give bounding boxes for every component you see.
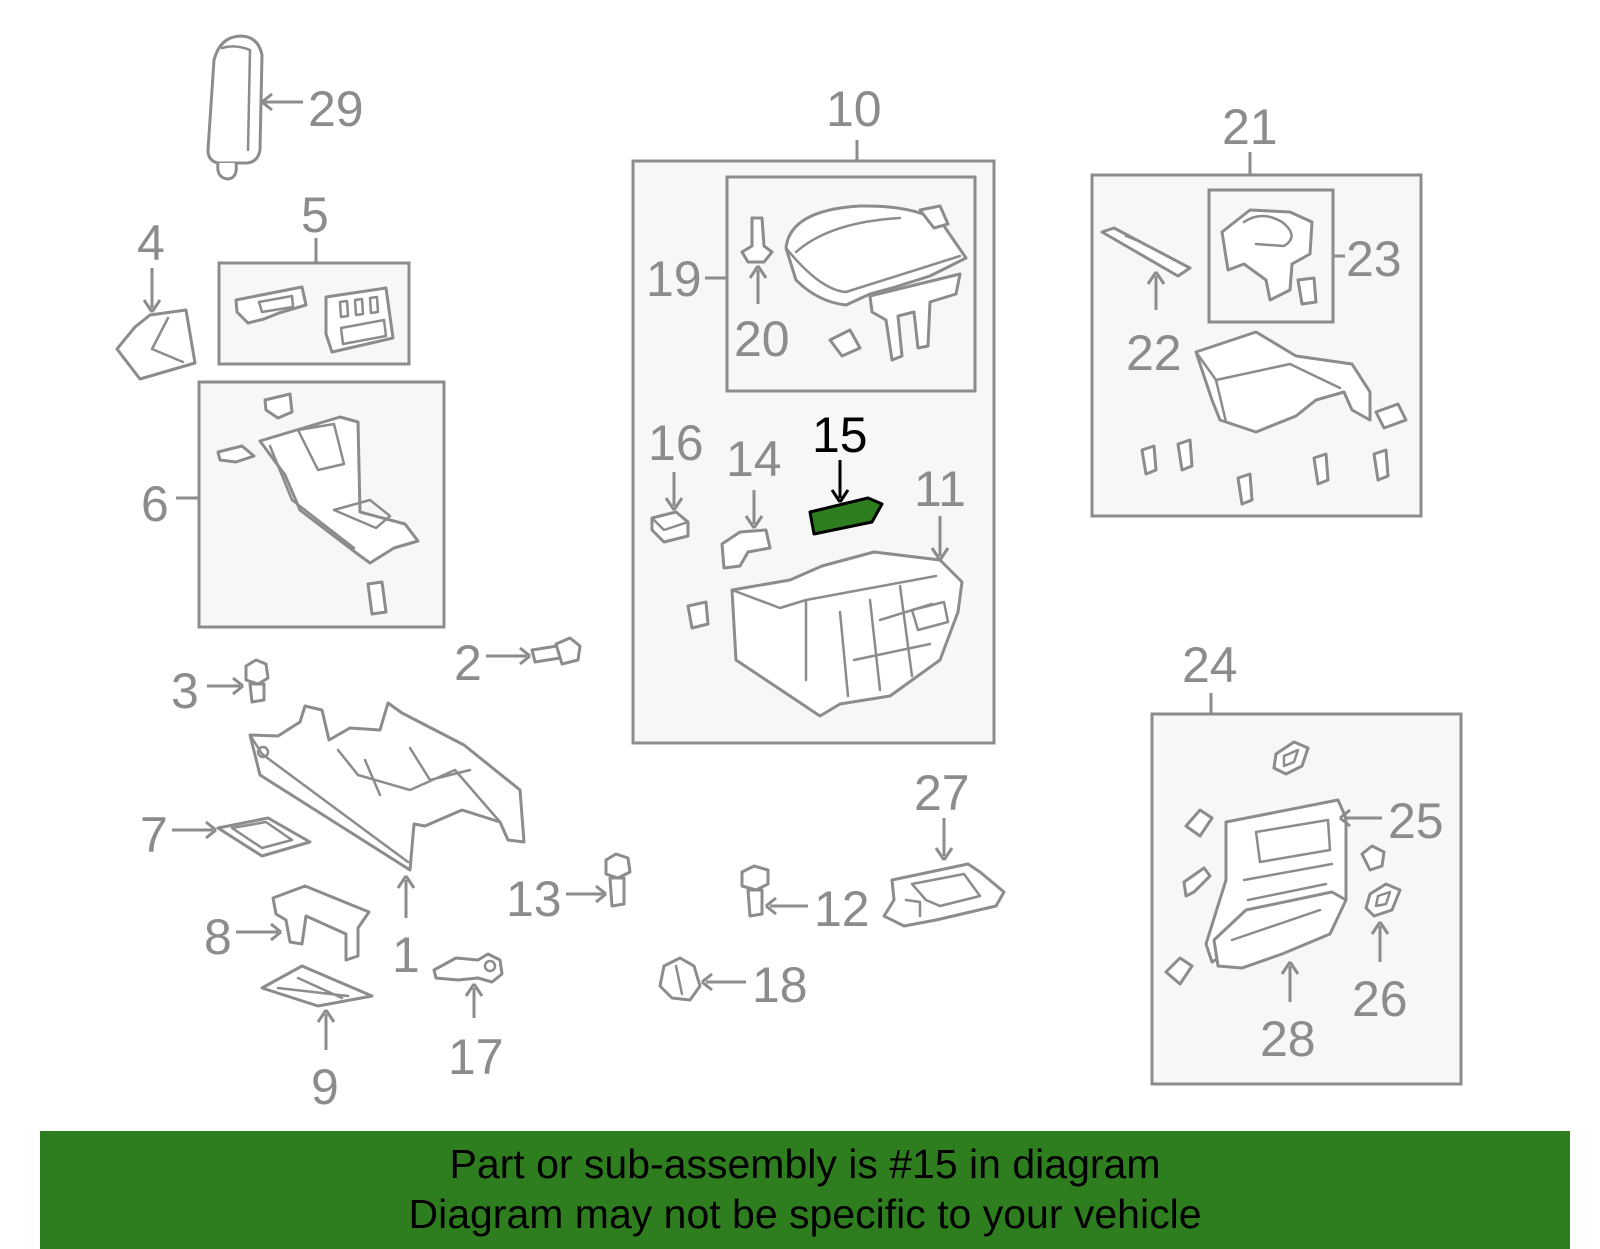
part-13-bolt[interactable] <box>604 852 632 908</box>
part-27-panel-bracket[interactable] <box>882 862 1006 928</box>
banner-line-1: Part or sub-assembly is #15 in diagram <box>449 1141 1161 1187</box>
callout-28[interactable]: 28 <box>1260 1011 1316 1067</box>
callout-14[interactable]: 14 <box>726 431 782 487</box>
banner-line-2: Diagram may not be specific to your vehi… <box>408 1191 1202 1237</box>
callout-19[interactable]: 19 <box>646 251 702 307</box>
part-18-clip[interactable] <box>658 956 702 1002</box>
part-7-mat[interactable] <box>216 816 312 858</box>
callout-7[interactable]: 7 <box>140 807 168 863</box>
callout-23[interactable]: 23 <box>1346 231 1402 287</box>
part-6-console-upper-panel[interactable] <box>216 392 420 616</box>
callout-3[interactable]: 3 <box>171 663 199 719</box>
part-23-cup-holder[interactable] <box>1220 208 1318 306</box>
part-5-switch-panel[interactable] <box>234 285 395 354</box>
part-15-highlighted[interactable] <box>808 496 884 536</box>
part-24-clips[interactable] <box>1164 740 1386 986</box>
callout-13[interactable]: 13 <box>506 871 562 927</box>
part-19-armrest-lid[interactable] <box>784 204 968 362</box>
part-4-trim-piece[interactable] <box>115 308 197 381</box>
callout-16[interactable]: 16 <box>648 415 704 471</box>
part-17-clip[interactable] <box>432 952 504 984</box>
part-29-shift-knob[interactable] <box>206 34 264 181</box>
callout-25[interactable]: 25 <box>1388 793 1444 849</box>
callout-29[interactable]: 29 <box>308 81 364 137</box>
callout-18[interactable]: 18 <box>752 957 808 1013</box>
part-8-bracket[interactable] <box>271 884 371 962</box>
callout-6[interactable]: 6 <box>141 476 169 532</box>
callout-15-highlighted[interactable]: 15 <box>812 407 868 463</box>
callout-17[interactable]: 17 <box>448 1029 504 1085</box>
callout-4[interactable]: 4 <box>137 215 165 271</box>
callout-10[interactable]: 10 <box>826 81 882 137</box>
callout-1[interactable]: 1 <box>392 927 420 983</box>
callout-20[interactable]: 20 <box>734 311 790 367</box>
part-20-pin[interactable] <box>740 216 774 264</box>
callout-27[interactable]: 27 <box>914 765 970 821</box>
info-banner: Part or sub-assembly is #15 in diagram D… <box>40 1131 1570 1249</box>
part-16-clip[interactable] <box>650 510 690 544</box>
part-3-bolt[interactable] <box>244 658 270 704</box>
part-28-panel[interactable] <box>1212 890 1348 970</box>
part-11-console-box[interactable] <box>686 550 964 718</box>
part-14-bracket[interactable] <box>720 528 772 570</box>
callout-5[interactable]: 5 <box>301 187 329 243</box>
callout-21[interactable]: 21 <box>1222 99 1278 155</box>
part-9-insulator[interactable] <box>260 964 374 1008</box>
part-1-console-body[interactable] <box>248 701 526 872</box>
part-22-bracket[interactable] <box>1100 226 1192 278</box>
callout-9[interactable]: 9 <box>311 1059 339 1115</box>
callout-24[interactable]: 24 <box>1182 637 1238 693</box>
part-26-clip[interactable] <box>1364 882 1402 918</box>
callout-2[interactable]: 2 <box>454 635 482 691</box>
part-2-bolt[interactable] <box>530 636 582 666</box>
callout-8[interactable]: 8 <box>204 909 232 965</box>
callout-26[interactable]: 26 <box>1352 971 1408 1027</box>
part-12-bolt[interactable] <box>740 864 770 918</box>
callout-22[interactable]: 22 <box>1126 325 1182 381</box>
part-21-console-rear[interactable] <box>1140 330 1408 506</box>
callout-11[interactable]: 11 <box>914 461 966 517</box>
callout-12[interactable]: 12 <box>814 881 870 937</box>
